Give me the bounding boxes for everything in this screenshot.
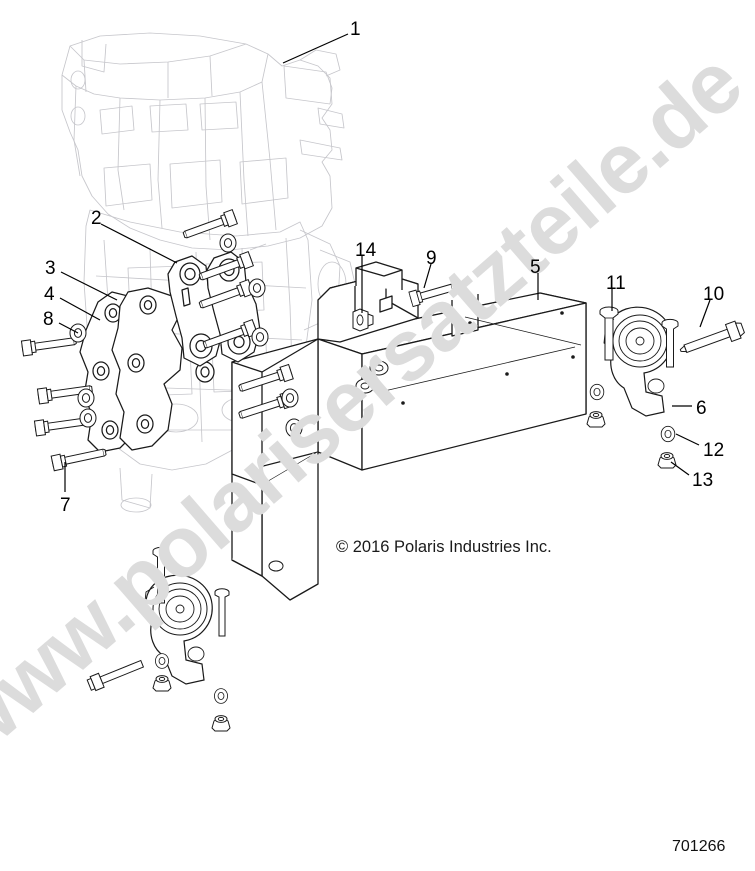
flat-washer bbox=[248, 278, 266, 298]
leader-line-4 bbox=[59, 297, 101, 321]
callout-9[interactable]: 9 bbox=[426, 248, 437, 269]
carriage-bolt-11 bbox=[599, 306, 619, 361]
flange-nut-13 bbox=[657, 452, 677, 469]
carriage-bolt bbox=[214, 588, 230, 637]
isolator-assembly-right bbox=[586, 306, 745, 469]
flat-washer bbox=[79, 408, 97, 428]
copyright-notice: © 2016 Polaris Industries Inc. bbox=[336, 538, 552, 556]
callout-1[interactable]: 1 bbox=[350, 19, 361, 40]
callout-5[interactable]: 5 bbox=[530, 257, 541, 278]
leader-lines bbox=[58, 33, 711, 492]
hex-flange-bolt-10 bbox=[679, 320, 745, 354]
callout-8[interactable]: 8 bbox=[43, 309, 54, 330]
callout-13[interactable]: 13 bbox=[692, 470, 714, 491]
leader-line-8 bbox=[58, 322, 79, 334]
flat-washer bbox=[219, 233, 237, 253]
engine-mount-link-upper bbox=[167, 255, 223, 367]
leader-line-1 bbox=[282, 33, 349, 64]
callout-10[interactable]: 10 bbox=[703, 284, 725, 305]
callout-2[interactable]: 2 bbox=[91, 208, 102, 229]
main-engine-bracket bbox=[231, 261, 587, 601]
leader-line-9 bbox=[423, 263, 432, 289]
callout-3[interactable]: 3 bbox=[45, 258, 56, 279]
callout-4[interactable]: 4 bbox=[44, 284, 55, 305]
leader-line-10 bbox=[699, 299, 711, 328]
callout-11[interactable]: 11 bbox=[606, 273, 626, 294]
leader-line-2 bbox=[100, 223, 178, 264]
part-number-label: 701266 bbox=[672, 838, 726, 855]
flange-nut bbox=[586, 411, 606, 428]
leader-line-13 bbox=[670, 461, 690, 476]
flange-nut bbox=[152, 675, 172, 692]
callout-12[interactable]: 12 bbox=[703, 440, 725, 461]
lock-washer bbox=[155, 653, 169, 669]
fastener-group-center bbox=[180, 209, 457, 438]
callout-6[interactable]: 6 bbox=[696, 398, 707, 419]
flat-washer bbox=[77, 388, 95, 408]
flat-washer bbox=[251, 327, 269, 347]
isolator-assembly-lower bbox=[86, 546, 231, 732]
callout-14[interactable]: 14 bbox=[355, 240, 377, 261]
flange-nut bbox=[211, 715, 231, 732]
hex-flange-bolt bbox=[86, 659, 145, 692]
leader-line-3 bbox=[60, 271, 118, 301]
lock-washer bbox=[589, 383, 605, 401]
carriage-bolt bbox=[661, 318, 679, 368]
leader-line-12 bbox=[675, 433, 700, 446]
lock-washer bbox=[214, 688, 228, 704]
carriage-bolt bbox=[152, 546, 170, 604]
hex-flange-bolt-14 bbox=[352, 308, 374, 332]
callout-7[interactable]: 7 bbox=[60, 495, 71, 516]
lock-washer-12 bbox=[660, 425, 676, 443]
